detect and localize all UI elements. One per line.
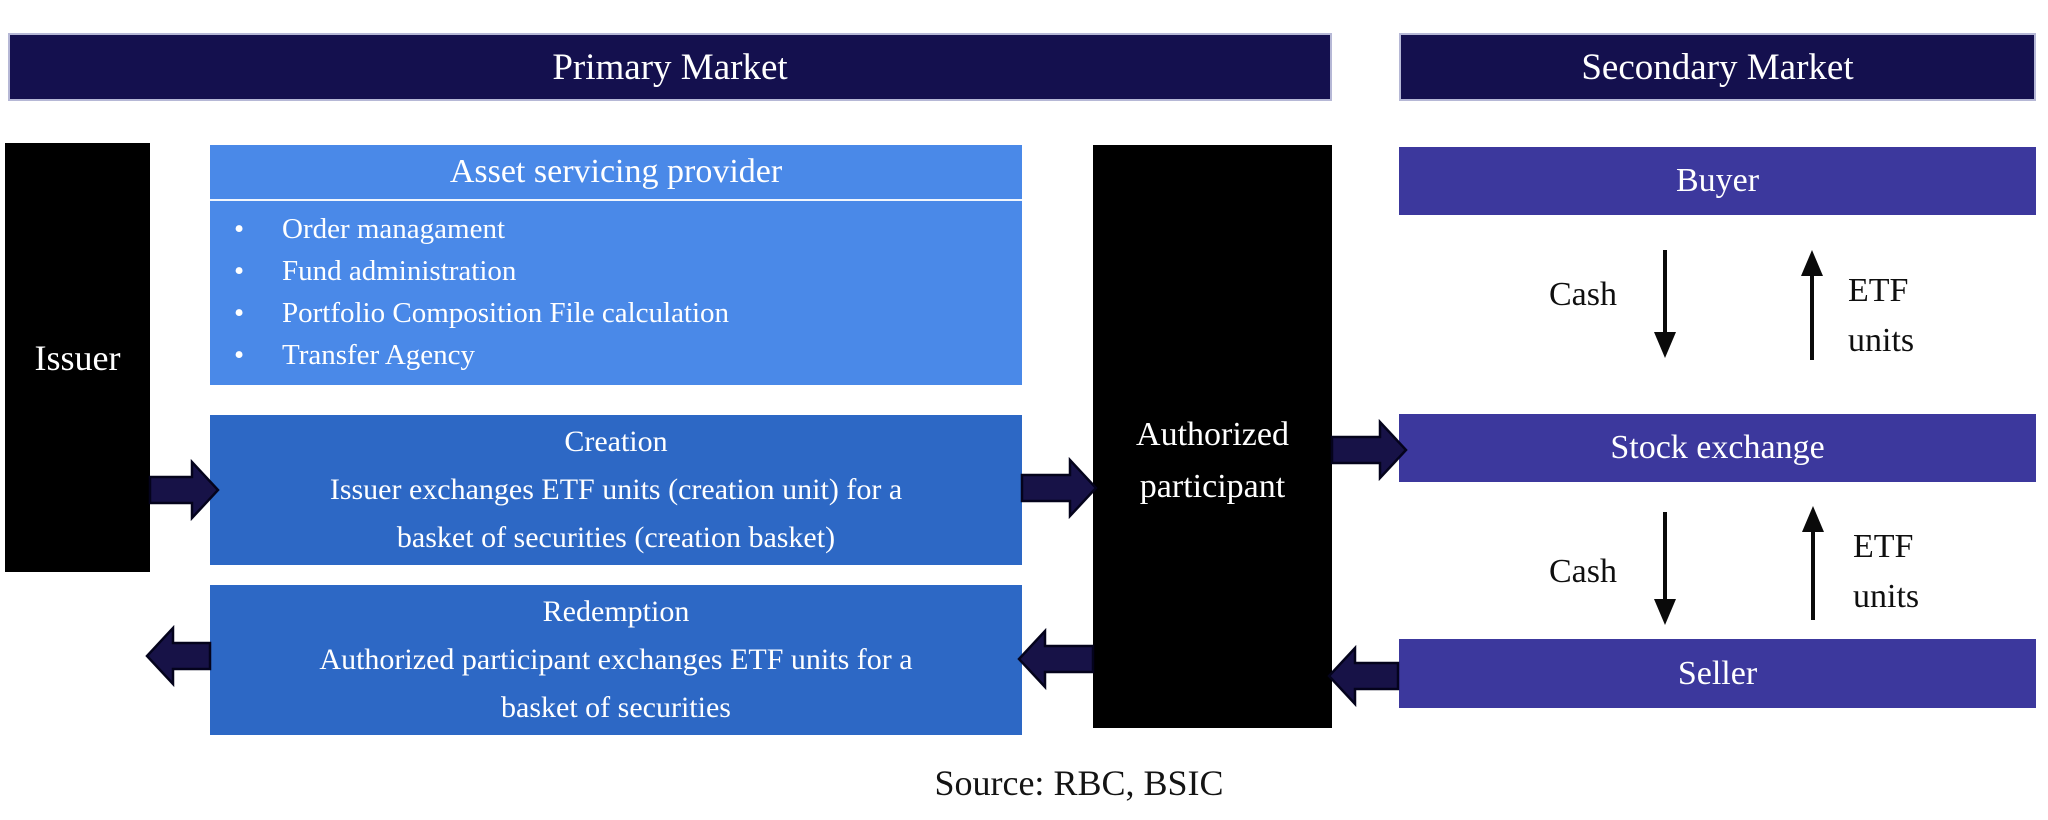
stock-exchange-label: Stock exchange — [1610, 429, 1825, 466]
list-item: Order managament — [210, 208, 1022, 250]
seller-etf-line1: ETF — [1853, 528, 1914, 565]
asset-servicing-title: Asset servicing provider — [210, 145, 1022, 201]
redemption-title: Redemption — [542, 595, 690, 628]
asset-servicing-box: Asset servicing provider Order managamen… — [210, 145, 1022, 385]
buyer-etf-units-label: ETF units — [1848, 266, 1914, 366]
secondary-market-title: Secondary Market — [1581, 46, 1854, 88]
seller-box: Seller — [1399, 639, 2036, 708]
buyer-cash-label: Cash — [1549, 276, 1617, 313]
list-item: Portfolio Composition File calculation — [210, 292, 1022, 334]
creation-title: Creation — [564, 425, 668, 458]
seller-etf-line2: units — [1853, 578, 1920, 615]
primary-market-title: Primary Market — [552, 46, 788, 88]
primary-market-header: Primary Market — [8, 33, 1332, 101]
redemption-body-line2: basket of securities — [501, 691, 731, 724]
seller-label: Seller — [1677, 654, 1758, 692]
redemption-box: Redemption Authorized participant exchan… — [210, 585, 1022, 735]
list-item: Fund administration — [210, 250, 1022, 292]
creation-body-line2: basket of securities (creation basket) — [396, 521, 836, 554]
stock-exchange-box: Stock exchange — [1399, 414, 2036, 482]
seller-etf-up-arrow-icon — [1802, 506, 1824, 620]
buyer-label: Buyer — [1675, 162, 1760, 199]
asset-servicing-bullet-list: Order managament Fund administration Por… — [210, 201, 1022, 376]
seller-cash-label: Cash — [1549, 553, 1617, 590]
arrow-redemption-to-issuer-icon — [145, 624, 212, 688]
list-item: Transfer Agency — [210, 334, 1022, 376]
buyer-etf-line2: units — [1848, 322, 1915, 359]
authorized-participant-box: Authorized participant — [1093, 145, 1332, 728]
arrow-participant-to-redemption-icon — [1017, 627, 1095, 691]
arrow-seller-to-participant-icon — [1327, 644, 1400, 708]
redemption-body-line1: Authorized participant exchanges ETF uni… — [319, 643, 913, 676]
secondary-market-header: Secondary Market — [1399, 33, 2036, 101]
issuer-box: Issuer — [5, 143, 150, 572]
seller-etf-units-label: ETF units — [1853, 522, 1919, 622]
arrow-participant-to-stock-exchange-icon — [1330, 418, 1408, 482]
creation-body-line1: Issuer exchanges ETF units (creation uni… — [329, 473, 903, 506]
issuer-label: Issuer — [34, 337, 121, 378]
buyer-box: Buyer — [1399, 147, 2036, 215]
creation-box: Creation Issuer exchanges ETF units (cre… — [210, 415, 1022, 565]
arrow-creation-to-participant-icon — [1020, 456, 1098, 520]
buyer-etf-line1: ETF — [1848, 272, 1909, 309]
buyer-etf-up-arrow-icon — [1801, 250, 1823, 360]
source-note: Source: RBC, BSIC — [934, 763, 1224, 803]
arrow-issuer-to-creation-icon — [148, 458, 220, 522]
authorized-participant-label: Authorized participant — [1136, 415, 1289, 505]
